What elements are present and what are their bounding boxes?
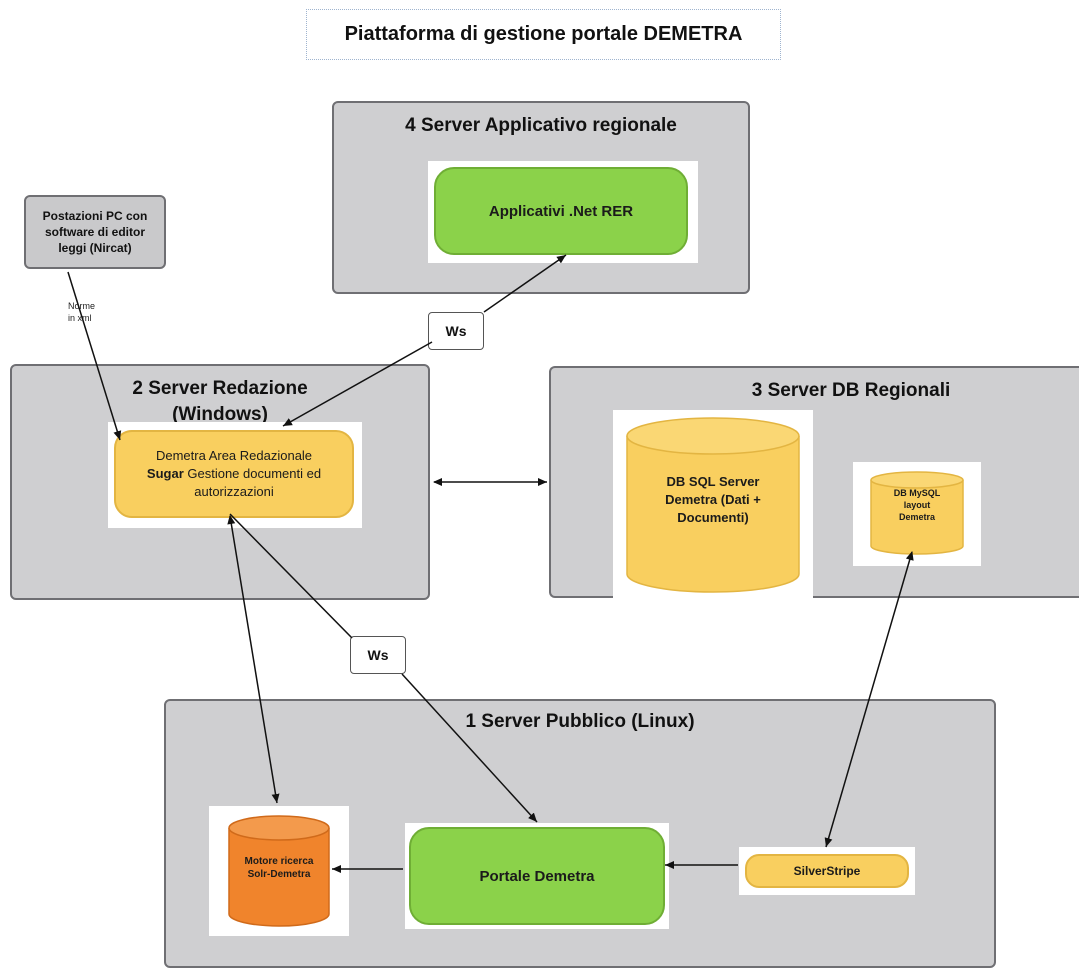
db-mysql-line3: Demetra xyxy=(898,512,936,522)
pc-station-box: Postazioni PC con software di editor leg… xyxy=(24,195,166,269)
ws-top-box: Ws xyxy=(428,312,484,350)
server-4-title: 4 Server Applicativo regionale xyxy=(405,115,677,136)
pc-station-line1: Postazioni PC con xyxy=(42,209,148,223)
server-2-title-line1: 2 Server Redazione xyxy=(132,378,308,399)
silverstripe-panel: SilverStripe xyxy=(739,847,915,895)
norme-line1: Norme xyxy=(68,301,96,311)
db-sql-panel: DB SQL Server Demetra (Dati + Documenti) xyxy=(613,410,813,600)
db-sql-line2: Demetra (Dati + xyxy=(665,492,761,507)
redazione-solr-arrow xyxy=(227,515,280,804)
redazionale-line2-rest: Gestione documenti ed xyxy=(183,466,322,481)
applicativi-net-box: Applicativi .Net RER xyxy=(434,167,688,255)
ws-bottom-to-portale-arrow xyxy=(401,673,538,823)
ws-bottom-box: Ws xyxy=(350,636,406,674)
diagram-title: Piattaforma di gestione portale DEMETRA xyxy=(306,9,781,60)
solr-line2: Solr-Demetra xyxy=(247,869,311,880)
portale-demetra-box: Portale Demetra xyxy=(409,827,665,925)
ws-bottom-to-redazione-line xyxy=(229,513,353,639)
norme-label: Norme in xml xyxy=(68,300,95,324)
redazionale-line1: Demetra Area Redazionale xyxy=(155,448,313,463)
ws-to-redazione-arrow xyxy=(282,341,433,427)
server-1-title: 1 Server Pubblico (Linux) xyxy=(465,711,695,732)
norme-arrow xyxy=(67,271,122,441)
server-4-panel: Applicativi .Net RER xyxy=(428,161,698,263)
silverstripe-box: SilverStripe xyxy=(745,854,909,888)
norme-line2: in xml xyxy=(68,313,92,323)
db-sql-line1: DB SQL Server xyxy=(666,474,760,489)
redazionale-line3: autorizzazioni xyxy=(194,484,274,499)
db-sql-line3: Documenti) xyxy=(677,510,749,525)
portale-panel: Portale Demetra xyxy=(405,823,669,929)
server-3-title: 3 Server DB Regionali xyxy=(751,380,951,401)
pc-station-line2: software di editor xyxy=(44,225,145,239)
server-2-redazione: 2 Server Redazione (Windows) Demetra Are… xyxy=(10,364,430,600)
db-mysql-line1: DB MySQL xyxy=(893,488,941,498)
server-2-title-line2: (Windows) xyxy=(172,404,268,425)
mysql-silverstripe-arrow xyxy=(824,551,914,848)
demetra-area-redazionale-box: Demetra Area Redazionale Sugar Gestione … xyxy=(114,430,354,518)
solr-panel: Motore ricerca Solr-Demetra xyxy=(209,806,349,936)
db-mysql-cylinder xyxy=(870,471,964,555)
db-mysql-line2: layout xyxy=(903,500,931,510)
ws-to-applicativi-arrow xyxy=(483,254,567,313)
solr-cylinder xyxy=(228,815,330,927)
server-3-db-regionali: 3 Server DB Regionali DB SQL Server Deme… xyxy=(549,366,1079,600)
pc-station-line3: leggi (Nircat) xyxy=(58,241,132,255)
redazionale-line2: Sugar Gestione documenti ed xyxy=(147,465,321,483)
solr-line1: Motore ricerca xyxy=(244,856,314,867)
server-4-applicativo: 4 Server Applicativo regionale Applicati… xyxy=(332,101,750,294)
server-2-panel: Demetra Area Redazionale Sugar Gestione … xyxy=(108,422,362,528)
db-sql-cylinder xyxy=(626,417,800,593)
sugar-label: Sugar xyxy=(146,466,184,481)
db-mysql-panel: DB MySQL layout Demetra xyxy=(853,462,981,566)
